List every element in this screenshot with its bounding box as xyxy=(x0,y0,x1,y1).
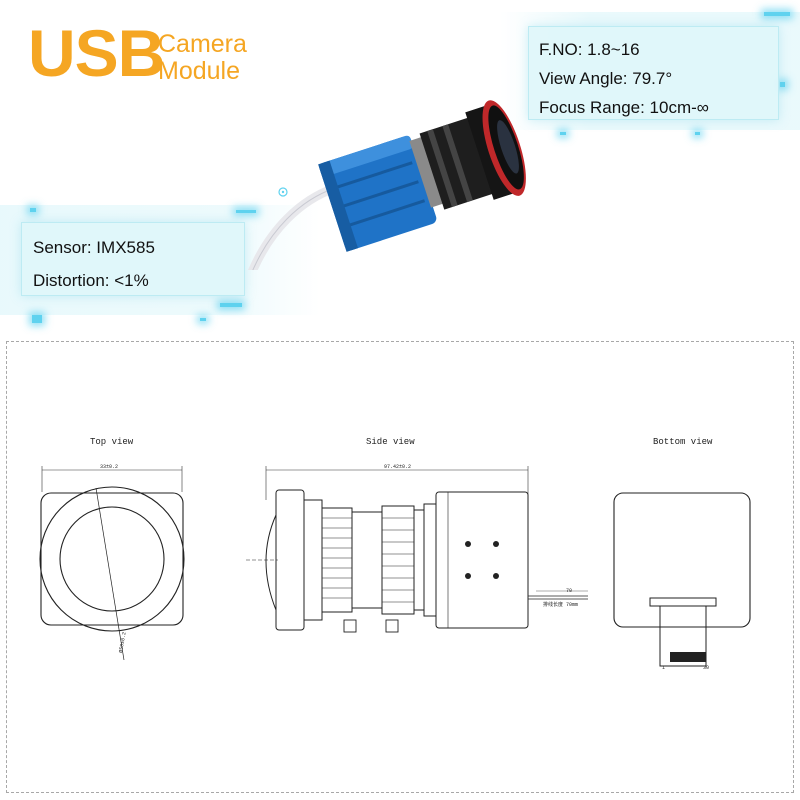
side-view-label: Side view xyxy=(366,437,415,447)
camera-product-image xyxy=(247,100,526,270)
camera-module-subtitle: Camera Module xyxy=(158,31,247,85)
cable-note: 排线长度 70mm xyxy=(543,602,579,608)
ribbon-cable xyxy=(247,183,337,270)
right-spec-panel: F.NO: 1.8~16 View Angle: 79.7° Focus Ran… xyxy=(528,26,779,120)
focus-range-spec: Focus Range: 10cm-∞ xyxy=(539,98,709,117)
top-view-label: Top view xyxy=(90,437,134,447)
drawing-frame xyxy=(6,341,794,793)
cable-dimension: 70 xyxy=(566,588,573,594)
camera-body xyxy=(318,135,437,252)
side-view-dimension: 97.42±0.2 xyxy=(384,464,412,470)
pin-end-label: 30 xyxy=(703,665,710,671)
bottom-view-drawing xyxy=(613,492,751,667)
top-view-dimension: 33±0.2 xyxy=(100,464,119,470)
pin-start-label: 1 xyxy=(662,665,666,671)
usb-title: USB xyxy=(28,16,165,90)
sensor-spec: Sensor: IMX585 xyxy=(33,238,155,257)
top-view-drawing: Ø58±0.2 xyxy=(39,466,185,661)
module-label: Module xyxy=(158,57,240,85)
distortion-spec: Distortion: <1% xyxy=(33,271,149,290)
view-angle-spec: View Angle: 79.7° xyxy=(539,69,673,88)
side-view-drawing xyxy=(246,466,588,633)
fno-spec: F.NO: 1.8~16 xyxy=(539,40,640,59)
camera-label: Camera xyxy=(158,30,247,58)
svg-text:Ø58±0.2: Ø58±0.2 xyxy=(117,631,128,653)
left-spec-panel: Sensor: IMX585 Distortion: <1% xyxy=(21,222,245,296)
lens-assembly xyxy=(409,100,526,210)
bottom-view-label: Bottom view xyxy=(653,437,713,447)
